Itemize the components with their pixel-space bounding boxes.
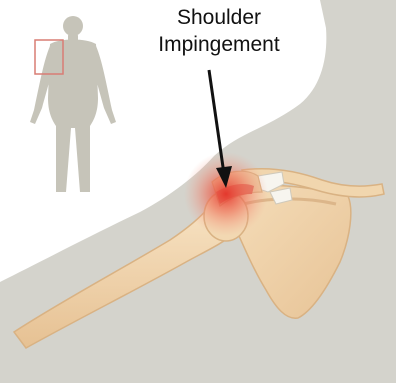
diagram-title: Shoulder Impingement (134, 4, 304, 58)
body-figure-icon (30, 16, 116, 192)
title-line-1: Shoulder (134, 4, 304, 31)
inflammation-glow (184, 152, 268, 236)
title-line-2: Impingement (134, 31, 304, 58)
